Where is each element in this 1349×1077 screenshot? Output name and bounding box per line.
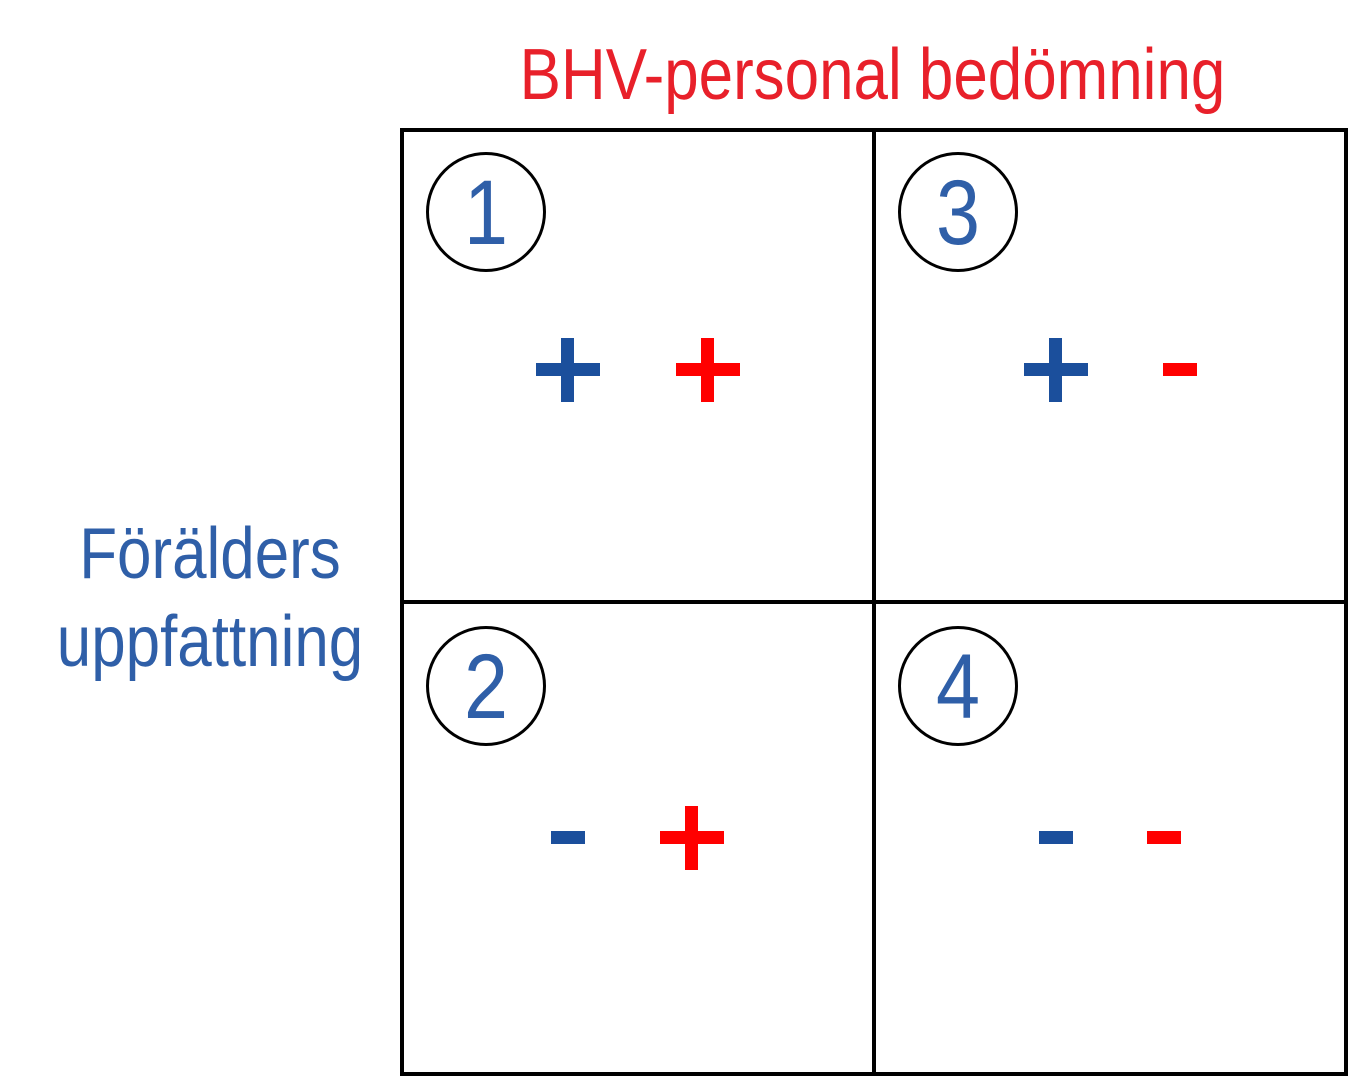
quadrant-number-circle: 4 [898, 626, 1018, 746]
side-label-line-1: Förälders [79, 514, 341, 594]
quadrant-number-circle: 2 [426, 626, 546, 746]
quadrant-number: 1 [463, 162, 508, 264]
quadrant-number-circle: 1 [426, 152, 546, 272]
quadrant-number: 4 [935, 636, 980, 738]
diagram-title: BHV-personal bedömning [519, 35, 1226, 115]
quadrant-3: 3 [874, 130, 1344, 600]
quadrant-number: 3 [935, 162, 980, 264]
grid-horizontal-divider [400, 600, 1348, 604]
quadrant-2: 2 [402, 604, 872, 1074]
side-label-line-2: uppfattning [56, 602, 364, 682]
parent-sign [528, 330, 608, 410]
parent-sign [1016, 330, 1096, 410]
quadrant-4: 4 [874, 604, 1344, 1074]
parent-sign [528, 798, 608, 878]
quadrant-number-circle: 3 [898, 152, 1018, 272]
quadrant-1: 1 [402, 130, 872, 600]
staff-sign [652, 798, 732, 878]
parent-sign [1016, 798, 1096, 878]
staff-sign [1124, 798, 1204, 878]
staff-sign [1140, 330, 1220, 410]
quadrant-number: 2 [463, 636, 508, 738]
staff-sign [668, 330, 748, 410]
side-label: Förälders uppfattning [29, 510, 390, 686]
